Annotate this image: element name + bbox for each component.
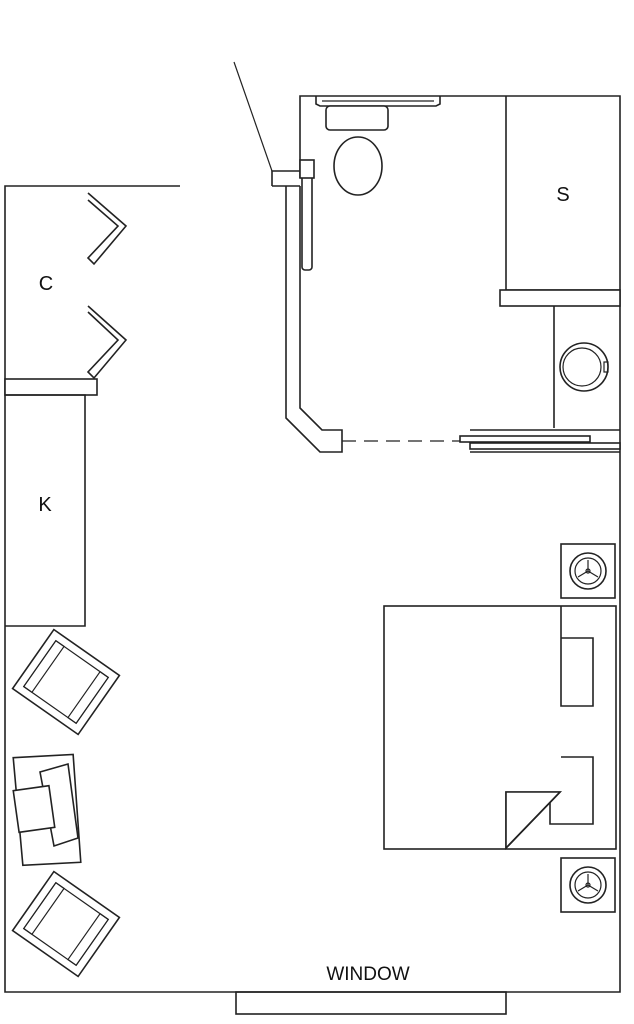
nightstand-lamp-icon: [560, 857, 616, 913]
kitchen-counter: [5, 394, 86, 627]
shower-stall: [499, 96, 621, 307]
bed: [383, 605, 617, 850]
toilet-icon: [315, 96, 441, 196]
armchair-icon: [11, 870, 121, 978]
side-table-icon: [12, 753, 82, 867]
armchair-icon: [11, 628, 121, 736]
closet-label: C: [39, 273, 53, 295]
closet-doors: [4, 192, 128, 396]
outer-walls: [4, 61, 621, 993]
window-label: WINDOW: [326, 964, 409, 985]
shower-label: S: [556, 184, 569, 206]
washer-icon: [553, 306, 609, 428]
grab-bar: [299, 159, 315, 271]
window: [235, 991, 507, 1015]
kitchen-label: K: [38, 494, 52, 516]
sliding-door: [342, 429, 621, 453]
nightstand-lamp-icon: [560, 543, 616, 599]
